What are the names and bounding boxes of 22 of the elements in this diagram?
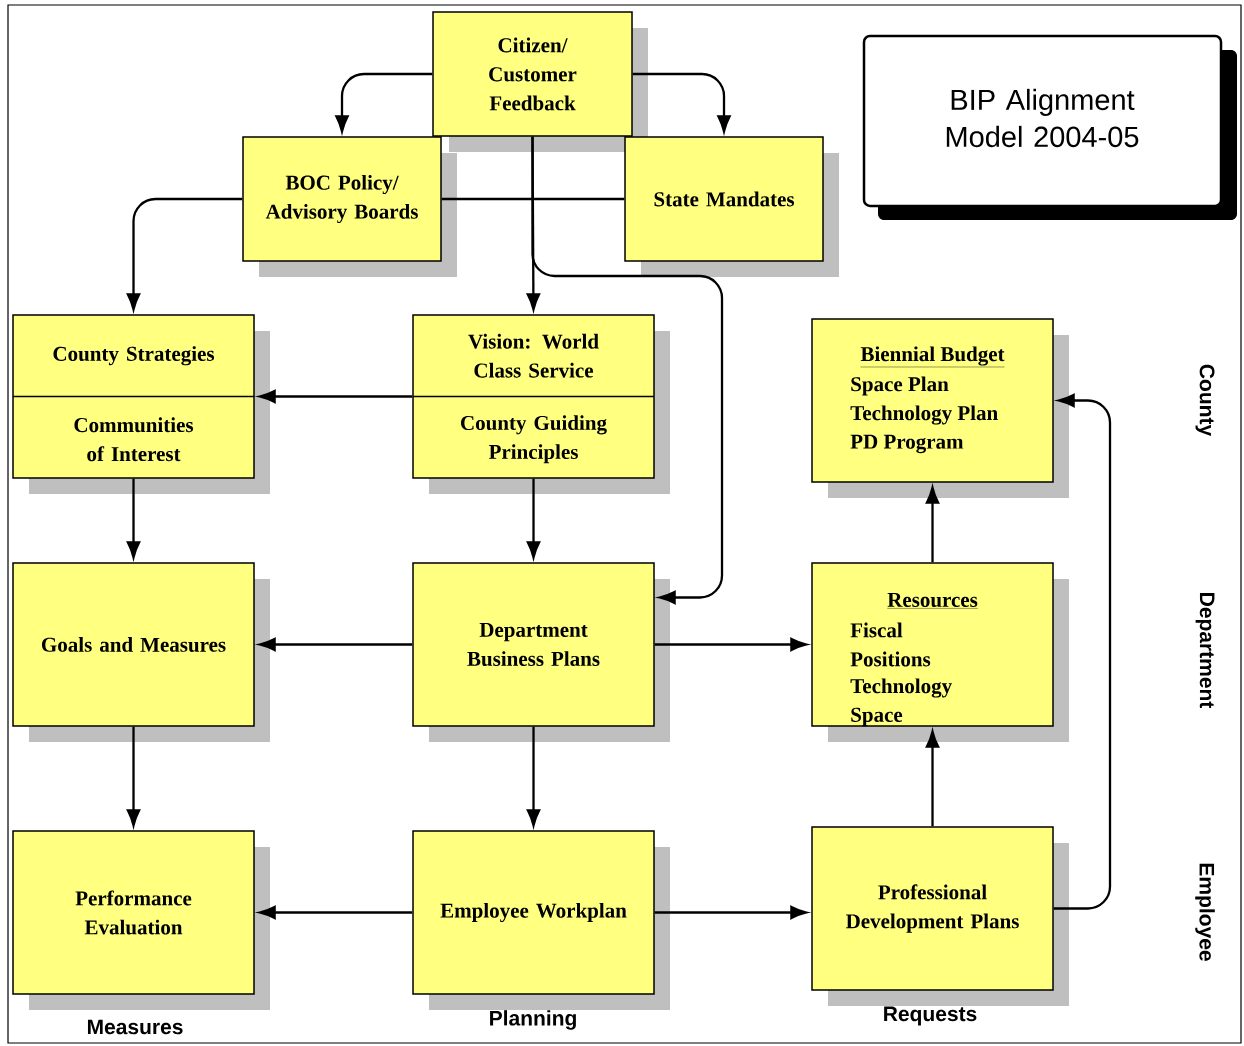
process-box: County Strategies Communities of Interest	[12, 314, 270, 494]
process-box: Vision: World Class Service County Guiding Principles	[412, 314, 670, 494]
axis-label: County	[1195, 364, 1215, 437]
process-box: Goals and Measures	[12, 562, 270, 742]
process-box: Citizen/ Customer Feedback	[432, 11, 648, 152]
process-box: Department Business Plans	[412, 562, 670, 742]
process-box: Biennial Budget Space Plan Technology Plan PD Program	[811, 318, 1069, 498]
arrow	[1053, 393, 1112, 910]
process-box: Resources Fiscal Positions Technology Space	[811, 562, 1069, 742]
axis-label: Department	[1195, 593, 1215, 709]
axis-label: Employee	[1195, 863, 1215, 961]
process-box: Employee Workplan	[412, 830, 670, 1010]
arrow	[632, 72, 731, 133]
arrow	[531, 136, 724, 605]
process-box: Performance Evaluation	[12, 830, 270, 1010]
process-box: Professional Development Plans	[811, 826, 1069, 1006]
process-box: BOC Policy/ Advisory Boards	[242, 136, 457, 277]
title-box: BIP Alignment Model 2004-05	[862, 34, 1237, 220]
process-box: State Mandates	[624, 136, 839, 277]
axis-label: Requests	[884, 1006, 977, 1026]
arrow	[335, 72, 433, 133]
axis-label: Planning	[490, 1010, 576, 1030]
